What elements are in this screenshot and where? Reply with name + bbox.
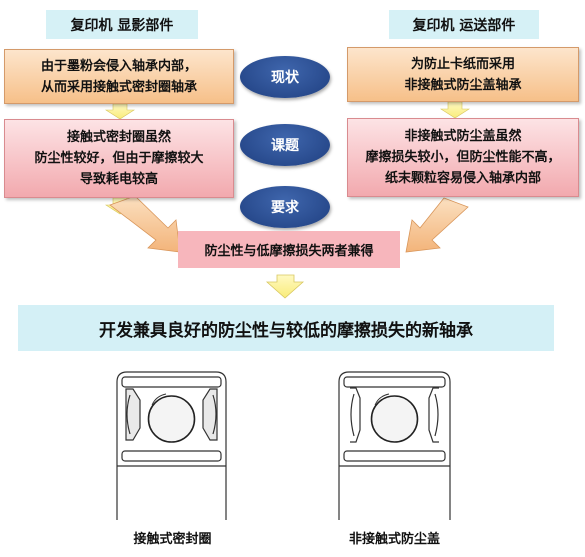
contact-seal-bearing-drawing: [116, 371, 227, 520]
issue-oval: 课题: [240, 124, 330, 166]
conclusion-banner: 开发兼具良好的防尘性与较低的摩擦损失的新轴承: [18, 305, 554, 351]
right-diagonal-arrow: [405, 197, 469, 253]
right-issue-box: 非接触式防尘盖虽然 摩擦损失较小，但防尘性能不高， 纸末颗粒容易侵入轴承内部: [347, 118, 579, 197]
left-status-line-2: 从而采用接触式密封圈轴承: [40, 79, 197, 95]
left-status-box: 由于墨粉会侵入轴承内部， 从而采用接触式密封圈轴承: [4, 49, 234, 104]
right-issue-line-1: 非接触式防尘盖虽然: [404, 129, 522, 144]
right-arrow-1: [439, 101, 471, 119]
left-issue-line-1: 接触式密封圈虽然: [66, 130, 171, 145]
left-component-tag: 复印机 显影部件: [46, 10, 198, 39]
non-contact-shield-bearing-drawing: [338, 371, 451, 520]
left-issue-line-2: 防尘性较好，但由于摩擦较大: [34, 151, 204, 166]
left-issue-line-3: 导致耗电较高: [79, 172, 158, 187]
right-status-box: 为防止卡纸而采用 非接触式防尘盖轴承: [347, 47, 579, 102]
right-issue-line-3: 纸末颗粒容易侵入轴承内部: [384, 171, 541, 186]
right-issue-line-2: 摩擦损失较小，但防尘性能不高，: [365, 150, 561, 165]
result-box: 防尘性与低摩擦损失两者兼得: [178, 231, 400, 268]
status-oval: 现状: [240, 56, 330, 98]
right-status-line-2: 非接触式防尘盖轴承: [404, 77, 522, 93]
left-diagonal-arrow: [109, 195, 181, 253]
conclusion-arrow: [265, 274, 305, 299]
left-arrow-1: [104, 103, 136, 120]
left-bearing-caption: 接触式密封圈: [133, 532, 212, 547]
left-issue-box: 接触式密封圈虽然 防尘性较好，但由于摩擦较大 导致耗电较高: [4, 119, 234, 198]
right-component-tag: 复印机 运送部件: [389, 10, 539, 39]
left-status-line-1: 由于墨粉会侵入轴承内部，: [40, 58, 197, 74]
right-bearing-caption: 非接触式防尘盖: [348, 532, 440, 547]
requirement-oval: 要求: [240, 186, 330, 228]
right-status-line-1: 为防止卡纸而采用: [410, 56, 515, 72]
